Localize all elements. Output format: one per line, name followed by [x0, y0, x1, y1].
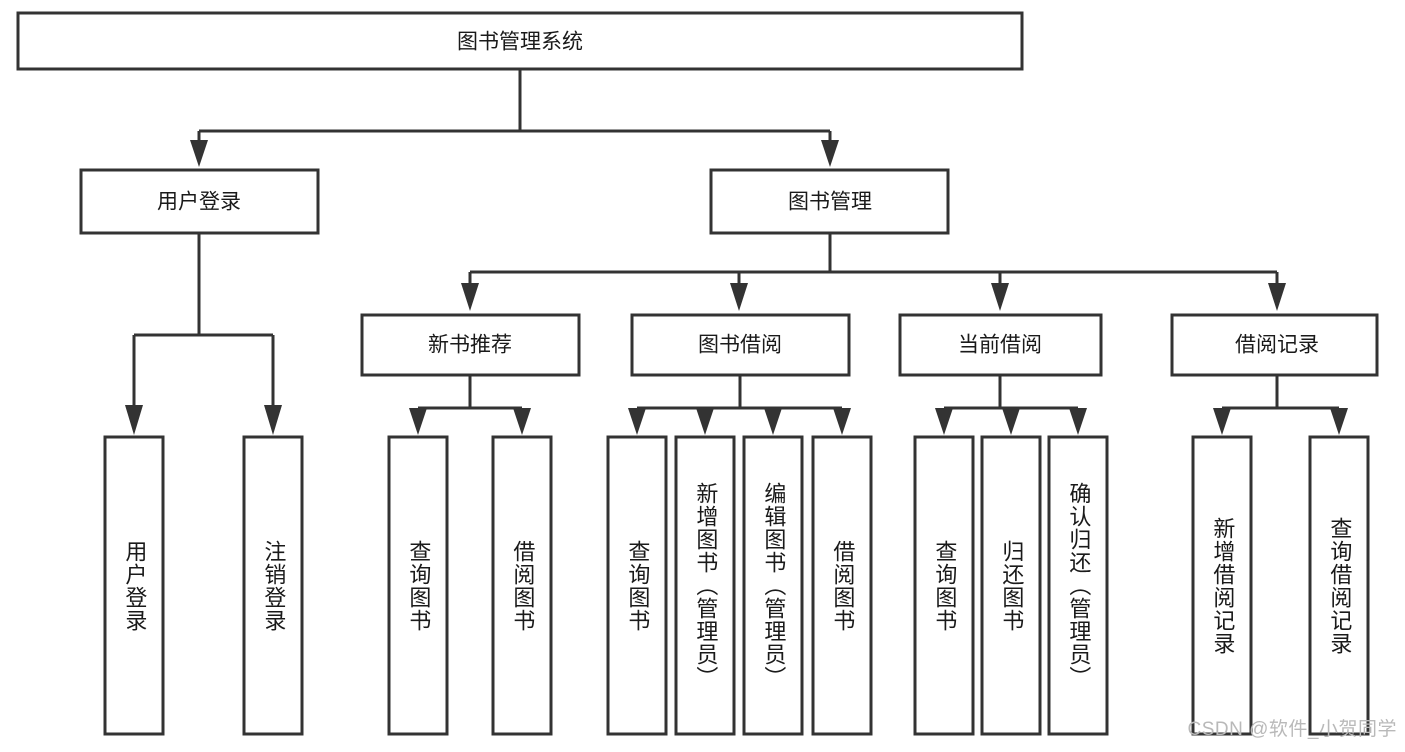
leaf-box-query-book-nb[interactable]: [387, 435, 449, 736]
csdn-watermark: CSDN @软件_小贺同学: [1187, 719, 1397, 740]
root-box[interactable]: [16, 11, 1024, 71]
arrow-user-login: [190, 140, 208, 167]
node-borrow-record[interactable]: 借阅记录: [1170, 313, 1379, 377]
arrow-leaf-logout: [264, 405, 282, 435]
arrow-book-manage: [821, 140, 839, 167]
leaf-box-query-book-bb[interactable]: [606, 435, 668, 736]
leaf-box-query-book-cb[interactable]: [913, 435, 975, 736]
new-book-recommend-box[interactable]: [360, 313, 581, 377]
leaf-box-query-borrow-record[interactable]: [1308, 435, 1370, 736]
arrow-bb-leaf-3: [764, 408, 782, 435]
borrow-record-box[interactable]: [1170, 313, 1379, 377]
leaf-box-edit-book-admin[interactable]: [742, 435, 804, 736]
current-borrow-label: 当前借阅: [958, 334, 1042, 357]
arrow-br-leaf-2: [1330, 408, 1348, 435]
arrow-bb-leaf-1: [628, 408, 646, 435]
leaf-boxes: [103, 435, 1370, 736]
leaf-box-borrow-book-bb[interactable]: [811, 435, 873, 736]
node-current-borrow[interactable]: 当前借阅: [898, 313, 1103, 377]
arrow-cb-leaf-1: [935, 408, 953, 435]
connector-borrow-record-to-leaves: [1213, 375, 1348, 435]
node-book-borrow[interactable]: 图书借阅: [630, 313, 851, 377]
arrow-cb-leaf-2: [1002, 408, 1020, 435]
arrow-nb-leaf-1: [409, 408, 427, 435]
book-manage-box[interactable]: [709, 168, 950, 235]
arrow-book-borrow: [730, 283, 748, 311]
node-root[interactable]: 图书管理系统: [16, 11, 1024, 71]
leaf-box-borrow-book-nb[interactable]: [491, 435, 553, 736]
book-borrow-box[interactable]: [630, 313, 851, 377]
arrow-leaf-user-login: [125, 405, 143, 435]
leaf-box-user-login[interactable]: [103, 435, 165, 736]
node-user-login[interactable]: 用户登录: [79, 168, 320, 235]
arrow-borrow-record: [1268, 283, 1286, 311]
book-manage-label: 图书管理: [788, 191, 872, 214]
arrow-current-borrow: [991, 283, 1009, 311]
borrow-record-label: 借阅记录: [1235, 334, 1319, 357]
arrow-bb-leaf-4: [833, 408, 851, 435]
arrow-cb-leaf-3: [1069, 408, 1087, 435]
node-new-book-recommend[interactable]: 新书推荐: [360, 313, 581, 377]
connector-new-book-recommend-to-leaves: [409, 375, 531, 435]
connector-book-borrow-to-leaves: [628, 375, 851, 435]
node-book-manage[interactable]: 图书管理: [709, 168, 950, 235]
leaf-box-confirm-return-admin[interactable]: [1047, 435, 1109, 736]
arrow-nb-leaf-2: [513, 408, 531, 435]
connector-book-manage-to-level3: [461, 233, 1286, 311]
arrow-br-leaf-1: [1213, 408, 1231, 435]
connector-user-login-to-leaves: [125, 233, 282, 435]
connector-current-borrow-to-leaves: [935, 375, 1087, 435]
new-book-recommend-label: 新书推荐: [428, 334, 512, 357]
leaf-box-return-book[interactable]: [980, 435, 1042, 736]
root-label: 图书管理系统: [457, 31, 583, 54]
arrow-bb-leaf-2: [696, 408, 714, 435]
leaf-box-add-book-admin[interactable]: [674, 435, 736, 736]
book-borrow-label: 图书借阅: [698, 334, 782, 357]
connector-root-to-level2: [190, 69, 839, 167]
current-borrow-box[interactable]: [898, 313, 1103, 377]
user-login-label: 用户登录: [157, 191, 241, 214]
leaf-box-add-borrow-record[interactable]: [1191, 435, 1253, 736]
leaf-box-logout[interactable]: [242, 435, 304, 736]
arrow-new-book-recommend: [461, 283, 479, 311]
